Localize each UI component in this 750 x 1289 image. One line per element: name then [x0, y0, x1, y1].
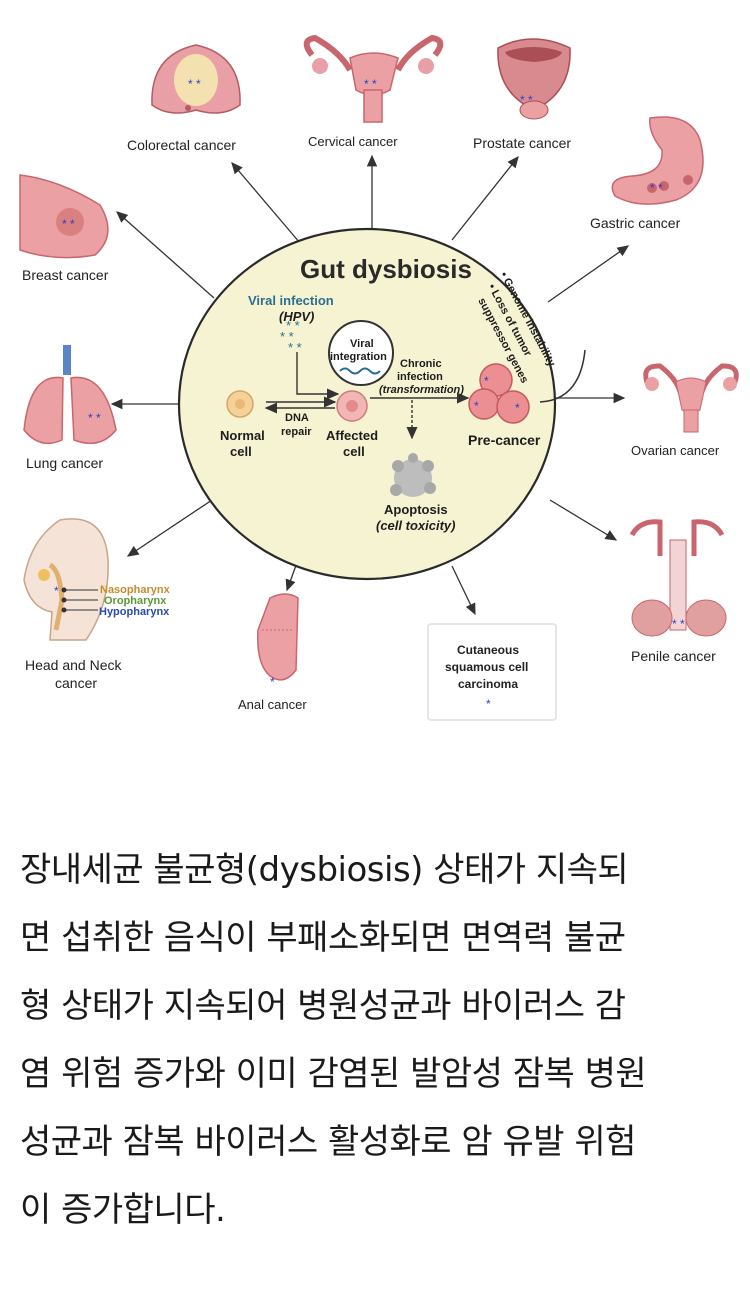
svg-text:*: * — [515, 401, 520, 415]
head-neck-icon: * — [23, 518, 109, 641]
oropharynx-label: Oropharynx — [104, 595, 167, 607]
cutaneous-label-2: squamous cell — [445, 660, 529, 674]
svg-text:* *: * * — [286, 318, 300, 333]
pre-cancer-cells-icon: * * * — [468, 363, 530, 424]
hpv-virus-icon: * * * * * * — [280, 318, 302, 355]
normal-cell-label-2: cell — [230, 444, 252, 459]
chronic-infection-label-3: (transformation) — [379, 384, 464, 396]
svg-text:* *: * * — [188, 77, 201, 91]
normal-cell-label-1: Normal — [220, 428, 265, 443]
chronic-infection-label-2: infection — [397, 371, 443, 383]
cutaneous-label-3: carcinoma — [458, 677, 519, 691]
ovarian-cancer-label: Ovarian cancer — [631, 443, 720, 458]
svg-text:* *: * * — [672, 617, 685, 631]
breast-organ-icon: * * — [19, 174, 109, 259]
cervical-cancer-label: Cervical cancer — [308, 134, 398, 149]
nasopharynx-label: Nasopharynx — [100, 584, 170, 596]
affected-cell-label-1: Affected — [326, 428, 379, 443]
cutaneous-box — [427, 623, 557, 721]
hpv-arrow — [296, 352, 340, 400]
prostate-cancer-label: Prostate cancer — [473, 135, 572, 151]
paragraph-line: 장내세균 불균형(dysbiosis) 상태가 지속되 — [20, 850, 629, 890]
lung-cancer-label: Lung cancer — [26, 455, 104, 471]
svg-text:*: * — [270, 675, 275, 689]
dna-strand-icon — [339, 367, 381, 375]
svg-text:*: * — [474, 399, 479, 413]
diagram-title: Gut dysbiosis — [300, 254, 472, 284]
viral-integration-label-2: integration — [330, 351, 387, 363]
gastric-organ-icon: * * — [611, 116, 704, 205]
svg-text:* *: * * — [280, 329, 294, 344]
paragraph-line: 형 상태가 지속되어 병원성균과 바이러스 감 — [20, 986, 626, 1026]
affected-cell-label-2: cell — [343, 444, 365, 459]
hpv-label: (HPV) — [279, 309, 315, 324]
cervical-organ-icon: * * — [303, 34, 444, 123]
penile-cancer-label: Penile cancer — [631, 648, 716, 664]
svg-text:*: * — [54, 584, 59, 598]
pre-cancer-label: Pre-cancer — [468, 432, 541, 448]
head-neck-cancer-label-1: Head and Neck — [25, 657, 122, 673]
anal-cancer-label: Anal cancer — [238, 697, 307, 712]
colorectal-cancer-label: Colorectal cancer — [127, 137, 236, 153]
svg-text:* *: * * — [88, 411, 101, 425]
paragraph-line: 염 위험 증가와 이미 감염된 발암성 잠복 병원 — [20, 1054, 647, 1094]
hypopharynx-label: Hypopharynx — [99, 606, 170, 618]
dna-repair-label-1: DNA — [285, 412, 309, 424]
chronic-infection-label-1: Chronic — [400, 358, 442, 370]
paragraph-line: 성균과 잠복 바이러스 활성화로 암 유발 위험 — [20, 1122, 636, 1162]
prostate-organ-icon: * * — [497, 38, 571, 120]
svg-text:*: * — [484, 374, 489, 388]
cutaneous-virus-icon: * — [486, 697, 491, 711]
svg-text:* *: * * — [520, 93, 533, 107]
description-paragraph: 장내세균 불균형(dysbiosis) 상태가 지속되 면 섭취한 음식이 부패… — [20, 836, 732, 1244]
ovarian-organ-icon — [643, 363, 739, 433]
penile-organ-icon: * * — [629, 519, 727, 637]
viral-infection-label: Viral infection — [248, 293, 334, 308]
head-neck-cancer-label-2: cancer — [55, 675, 98, 691]
diagram-graphics: * * * * * * — [19, 34, 739, 721]
apoptosis-cell-icon — [390, 453, 436, 497]
lung-organ-icon: * * — [23, 345, 117, 445]
svg-text:* *: * * — [288, 340, 302, 355]
viral-integration-label-1: Viral — [350, 338, 374, 350]
colorectal-organ-icon: * * — [151, 44, 241, 114]
svg-text:* *: * * — [62, 217, 75, 231]
svg-text:* *: * * — [650, 181, 663, 195]
dna-repair-label-2: repair — [281, 426, 312, 438]
svg-text:* *: * * — [364, 77, 377, 91]
paragraph-line: 면 섭취한 음식이 부패소화되면 면역력 불균 — [20, 918, 626, 958]
gastric-cancer-label: Gastric cancer — [590, 215, 681, 231]
paragraph-line: 이 증가합니다. — [20, 1190, 226, 1230]
radial-arrows — [110, 154, 630, 616]
apoptosis-label: Apoptosis — [384, 502, 448, 517]
breast-cancer-label: Breast cancer — [22, 267, 109, 283]
anal-organ-icon: * — [257, 593, 299, 689]
dysbiosis-diagram: * * * * * * — [19, 34, 739, 721]
genome-curve — [539, 349, 586, 403]
cutaneous-label-1: Cutaneous — [457, 643, 520, 657]
cell-toxicity-label: (cell toxicity) — [376, 518, 456, 533]
